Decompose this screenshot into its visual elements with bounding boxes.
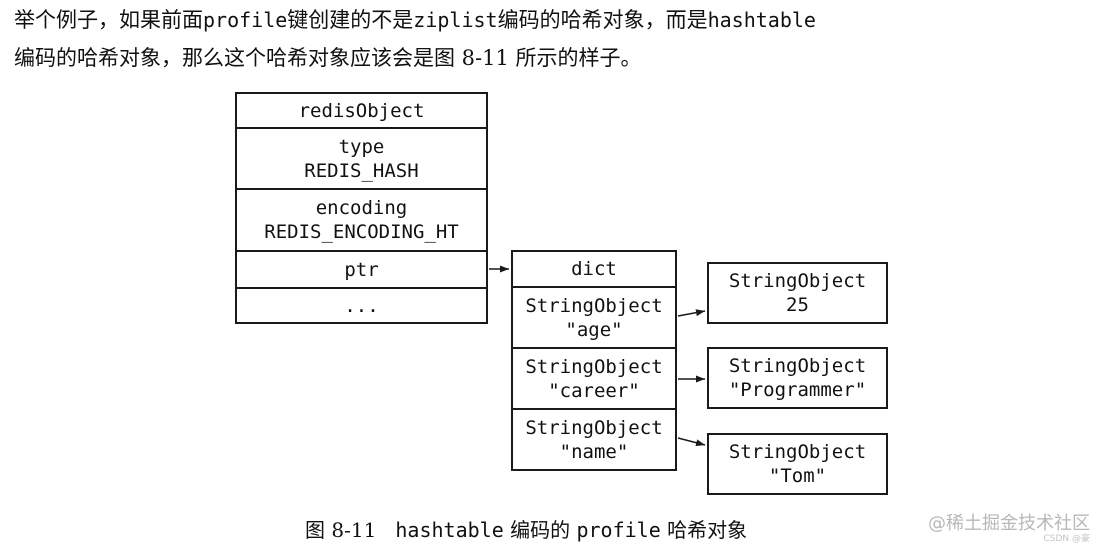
dict-key-age-value: "age" (565, 318, 623, 341)
intro-code-hashtable: hashtable (707, 8, 816, 32)
arrow-name-to-value (677, 437, 706, 447)
encoding-label: encoding (315, 197, 408, 219)
dict-key-age-type: StringObject (525, 294, 663, 317)
value-age-type: StringObject (728, 270, 867, 292)
type-value: REDIS_HASH (304, 159, 419, 182)
redisobject-header-label: redisObject (298, 99, 425, 122)
value-age-content: 25 (786, 294, 809, 316)
encoding-value: REDIS_ENCODING_HT (264, 221, 459, 243)
intro-code-ziplist: ziplist (413, 8, 498, 32)
ptr-label: ptr (344, 258, 379, 281)
intro-line-2: 编码的哈希对象，那么这个哈希对象应该会是图 8-11 所示的样子。 (14, 46, 642, 70)
value-box-career: StringObject "Programmer" (707, 347, 888, 409)
redisobject-ptr-cell: ptr (235, 250, 488, 289)
caption-text-mid: 编码的 (510, 518, 571, 542)
intro-code-profile: profile (203, 8, 288, 32)
value-name-content: "Tom" (768, 465, 827, 487)
value-name-type: StringObject (728, 441, 867, 463)
ellipsis-label: ... (344, 294, 379, 317)
caption-code-profile: profile (576, 518, 661, 542)
redisobject-type-cell: type REDIS_HASH (235, 127, 488, 190)
dict-header-label: dict (571, 258, 617, 280)
dict-key-career-value: "career" (548, 379, 640, 402)
dict-key-name: StringObject "name" (511, 408, 677, 471)
dict-key-name-value: "name" (559, 440, 629, 463)
value-career-type: StringObject (728, 355, 867, 377)
redisobject-ellipsis-cell: ... (235, 287, 488, 324)
dict-key-career-type: StringObject (525, 355, 663, 378)
intro-line-1: 举个例子，如果前面profile键创建的不是ziplist编码的哈希对象，而是h… (14, 4, 1104, 36)
value-box-name: StringObject "Tom" (707, 433, 888, 495)
watermark: @稀土掘金技术社区 (928, 513, 1090, 534)
caption-figure-number: 图 8-11 (305, 518, 377, 542)
watermark-small: CSDN @豪 (1043, 534, 1090, 544)
figure-caption: 图 8-11 hashtable 编码的 profile 哈希对象 (305, 516, 747, 544)
intro-text-1c: 编码的哈希对象，而是 (497, 8, 708, 32)
dict-key-age: StringObject "age" (511, 286, 677, 349)
arrow-age-to-value (677, 309, 706, 317)
dict-key-career: StringObject "career" (511, 347, 677, 410)
value-career-content: "Programmer" (728, 379, 867, 401)
dict-header: dict (511, 250, 677, 288)
caption-text-suffix: 哈希对象 (667, 518, 748, 542)
dict-key-name-type: StringObject (525, 416, 663, 439)
intro-text-1b: 键创建的不是 (287, 8, 414, 32)
caption-code-hashtable: hashtable (395, 518, 504, 542)
type-label: type (338, 135, 385, 158)
redisobject-header: redisObject (235, 92, 488, 129)
redisobject-encoding-cell: encoding REDIS_ENCODING_HT (235, 188, 488, 252)
intro-text-1a: 举个例子，如果前面 (14, 8, 203, 32)
value-box-age: StringObject 25 (707, 262, 888, 324)
